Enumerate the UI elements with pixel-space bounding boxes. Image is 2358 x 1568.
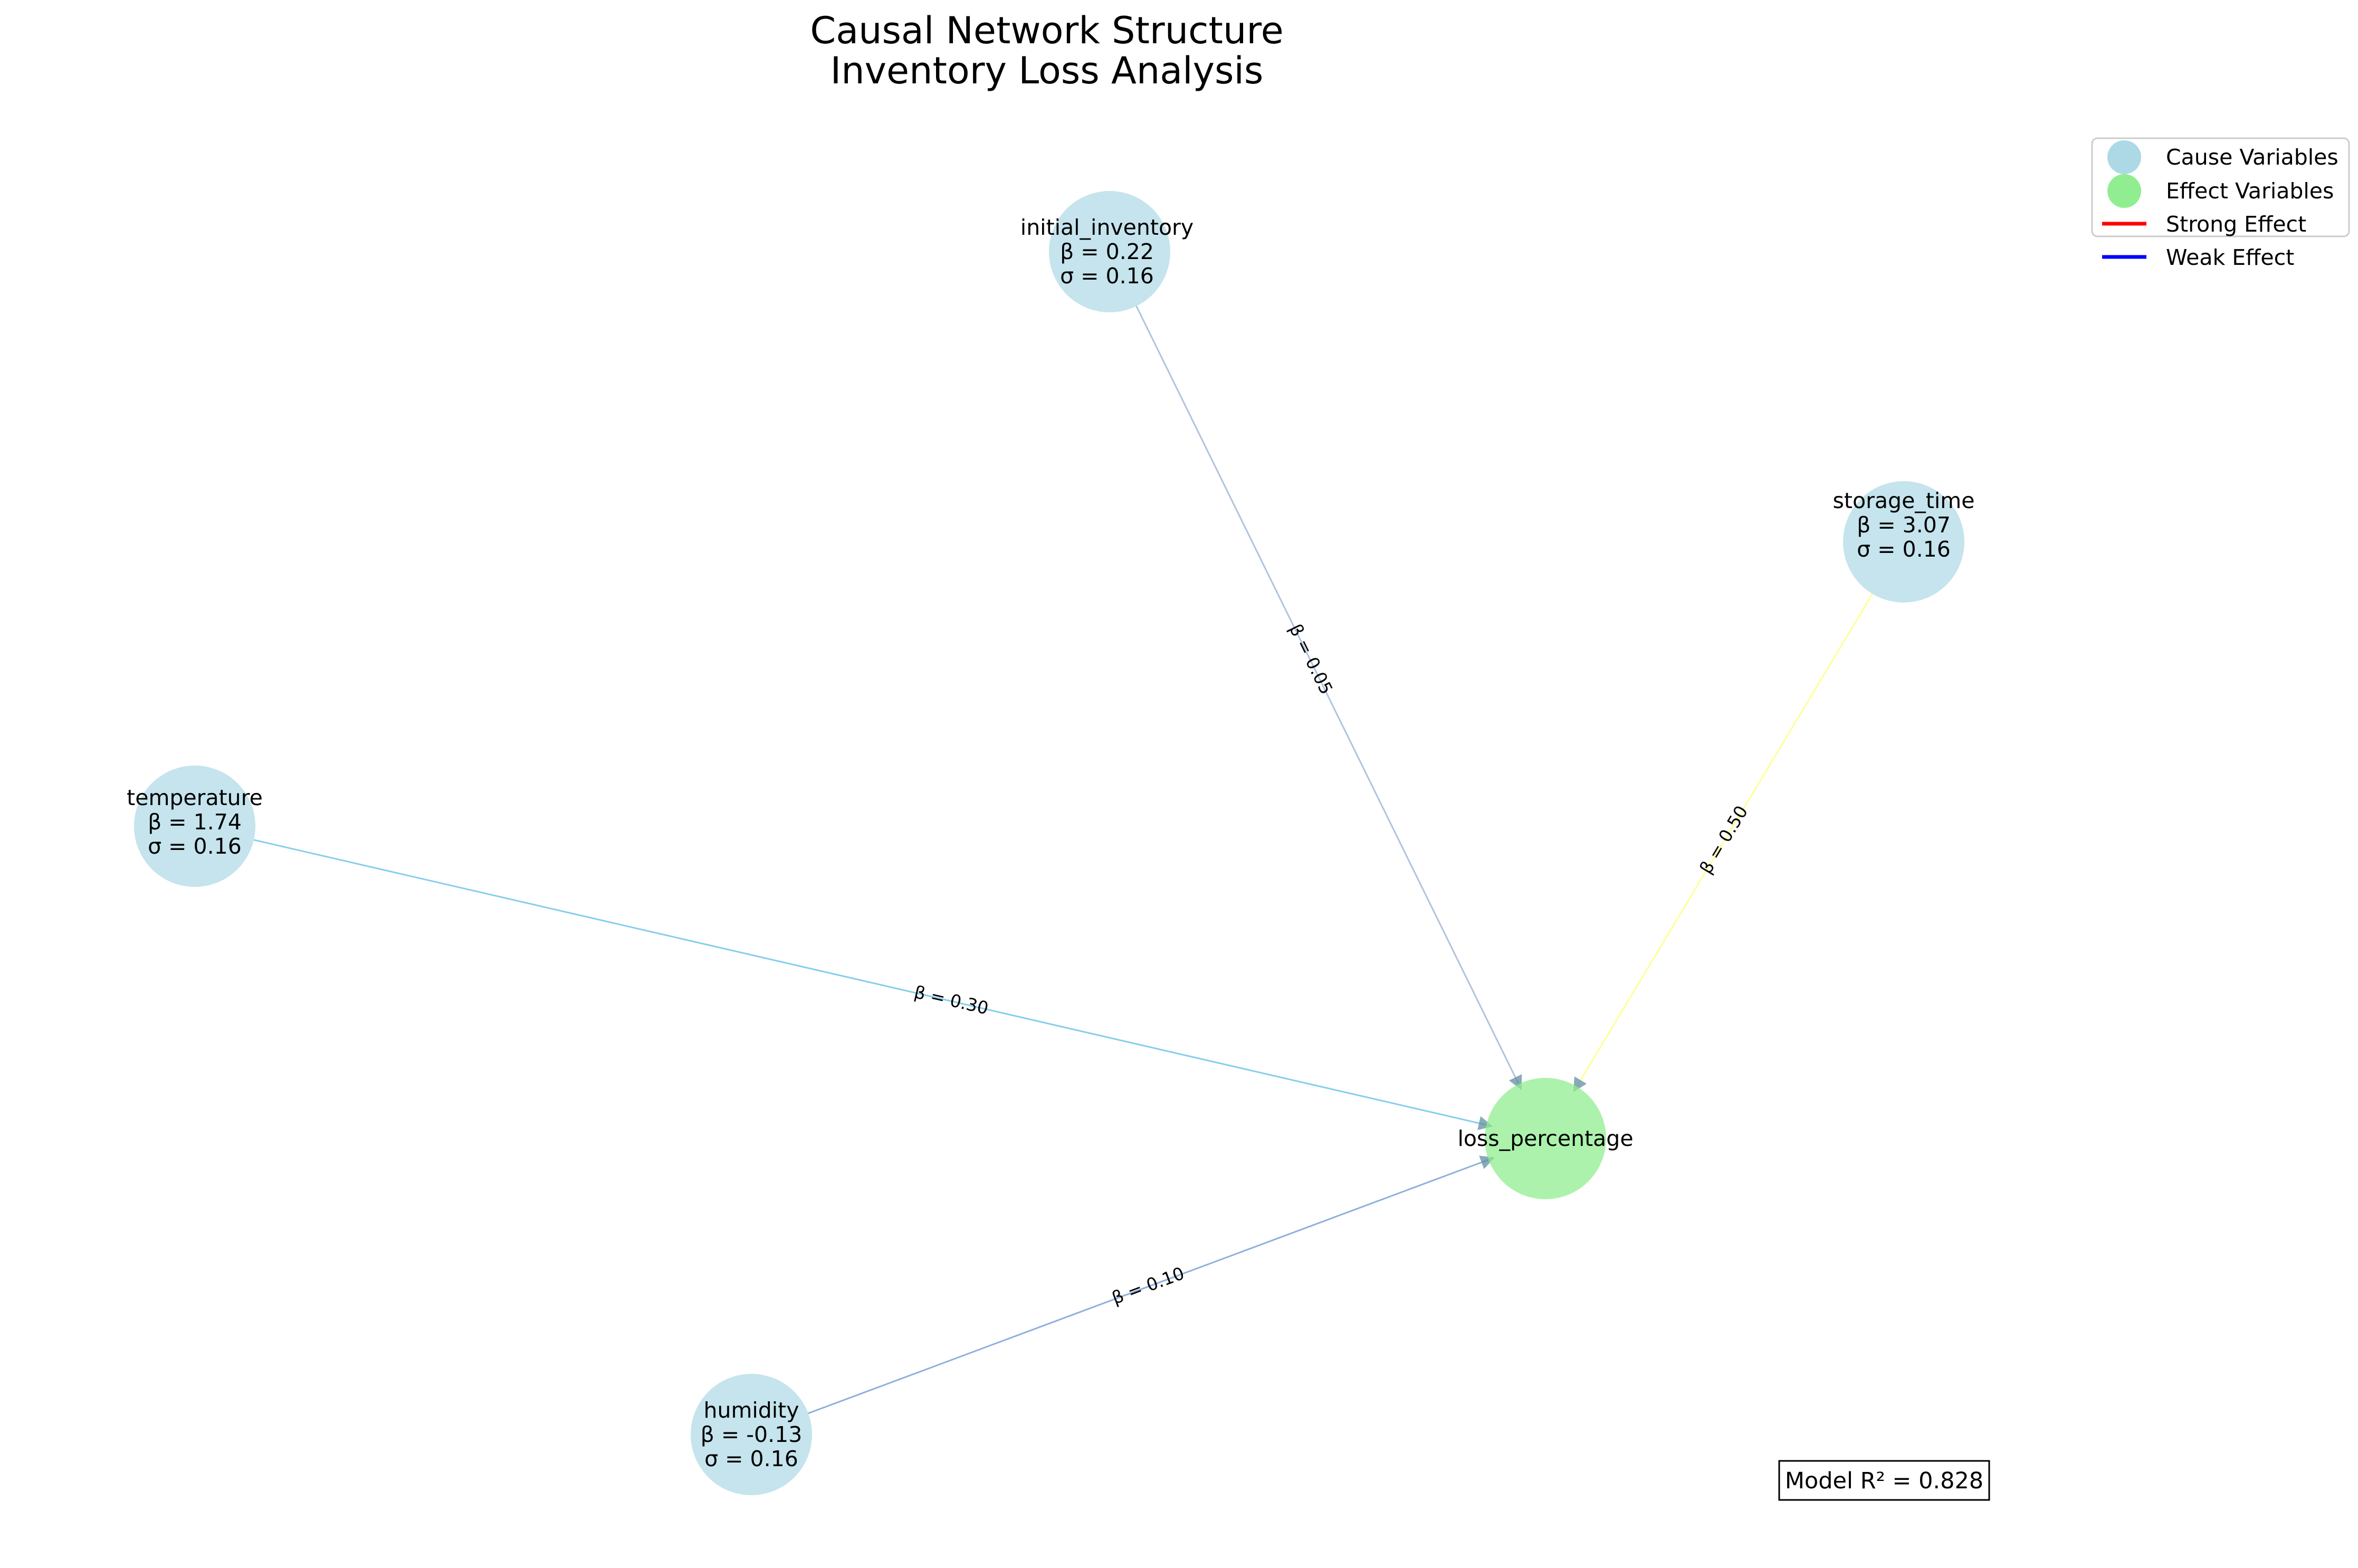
edge-labels-layer: β = 0.05 β = 0.50 β = 0.30 β = 0.10 [912, 621, 1752, 1308]
legend-cause-label: Cause Variables [2166, 145, 2338, 170]
edge-humidity-to-loss_percentage [808, 1155, 1495, 1414]
node-beta-humidity: β = -0.13 [701, 1422, 803, 1447]
node-circle-temperature [134, 766, 255, 887]
edge-label-temperature: β = 0.30 [912, 981, 990, 1018]
legend-effect-marker [2107, 174, 2141, 208]
node-label-humidity: humidity [703, 1398, 799, 1423]
node-circle-initial_inventory [1049, 191, 1170, 312]
node-beta-initial_inventory: β = 0.22 [1060, 239, 1154, 264]
edge-label-initial_inventory: β = 0.05 [1285, 621, 1337, 698]
legend-strong-label: Strong Effect [2166, 212, 2306, 237]
node-circle-humidity [691, 1374, 812, 1495]
node-label-initial_inventory: initial_inventory [1020, 215, 1194, 240]
legend: Cause Variables Effect Variables Strong … [2091, 137, 2350, 270]
node-circle-loss_percentage [1485, 1078, 1606, 1199]
title-line-1: Causal Network Structure [810, 9, 1283, 52]
node-label-loss_percentage: loss_percentage [1457, 1126, 1633, 1151]
edge-label-storage_time: β = 0.50 [1695, 802, 1752, 877]
edge-temperature-to-loss_percentage [253, 839, 1493, 1131]
legend-weak-label: Weak Effect [2166, 245, 2294, 270]
edges-layer [253, 305, 1874, 1414]
node-beta-storage_time: β = 3.07 [1857, 512, 1951, 538]
model-r2-frame [1778, 1460, 1990, 1501]
node-beta-temperature: β = 1.74 [148, 809, 242, 835]
legend-frame [2091, 137, 2350, 237]
node-sigma-initial_inventory: σ = 0.16 [1060, 263, 1154, 289]
edge-storage_time-to-loss_percentage [1573, 593, 1874, 1093]
title-line-2: Inventory Loss Analysis [830, 49, 1264, 92]
chart-title: Causal Network Structure Inventory Loss … [810, 9, 1283, 92]
node-label-storage_time: storage_time [1833, 488, 1975, 513]
model-r2-text: Model R² = 0.828 [1785, 1468, 1983, 1494]
node-loss_percentage: loss_percentage [1457, 1078, 1634, 1199]
node-sigma-humidity: σ = 0.16 [704, 1446, 798, 1471]
node-sigma-temperature: σ = 0.16 [148, 834, 242, 859]
model-r2-box: Model R² = 0.828 [1778, 1460, 1990, 1501]
legend-cause-marker [2107, 140, 2141, 174]
legend-effect-label: Effect Variables [2166, 178, 2334, 204]
edge-label-humidity: β = 0.10 [1109, 1263, 1187, 1308]
node-circle-storage_time [1843, 481, 1964, 603]
node-sigma-storage_time: σ = 0.16 [1857, 537, 1951, 562]
node-label-temperature: temperature [127, 785, 263, 810]
edge-initial_inventory-to-loss_percentage [1135, 305, 1522, 1091]
